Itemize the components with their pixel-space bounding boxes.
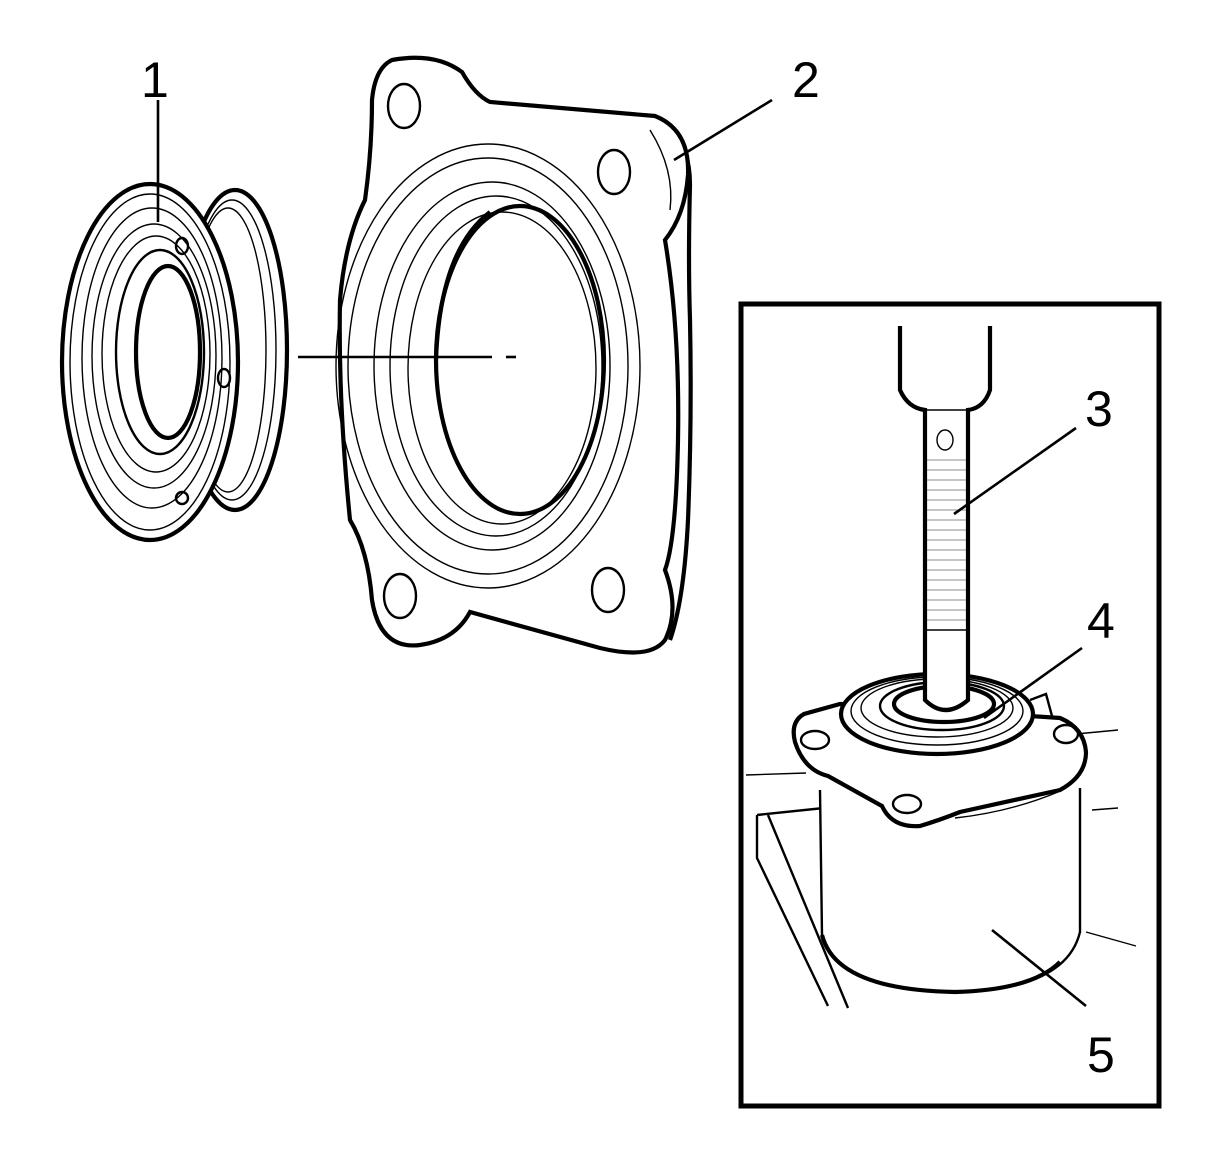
callout-2: 2 xyxy=(792,52,820,108)
leader-line-5 xyxy=(991,928,1087,1008)
inset-installation-view xyxy=(745,326,1137,1009)
seal-part-1 xyxy=(59,181,290,543)
callout-4: 4 xyxy=(1087,593,1115,649)
flange-housing-part-2 xyxy=(335,55,693,655)
leader-line-2 xyxy=(673,98,773,162)
callout-3: 3 xyxy=(1085,381,1113,437)
callout-1: 1 xyxy=(141,52,169,108)
callout-5: 5 xyxy=(1087,1027,1115,1083)
leader-line-4 xyxy=(983,646,1083,720)
leader-line-3 xyxy=(953,426,1077,516)
shaft-threads xyxy=(927,459,966,621)
